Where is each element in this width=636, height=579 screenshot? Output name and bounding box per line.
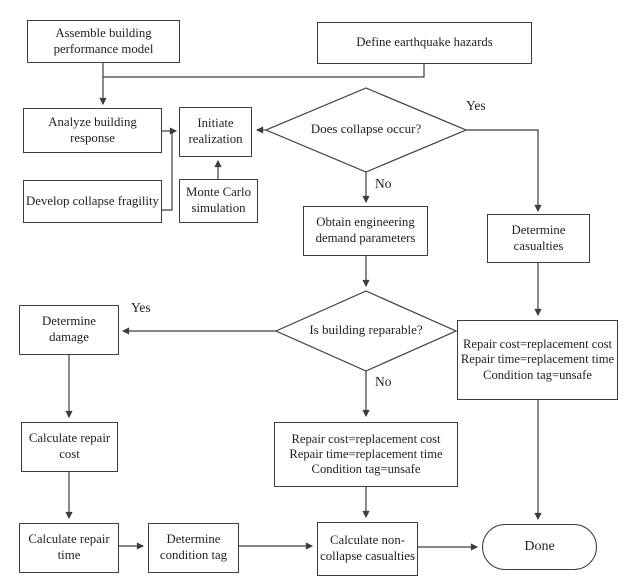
node-label-line: Repair cost=replacement cost — [462, 337, 613, 352]
node-analyze-building-response: Analyze building response — [23, 108, 162, 153]
node-label-line: Repair time=replacement time — [460, 352, 615, 367]
node-done-terminator: Done — [482, 524, 597, 570]
collapse-yes-label: Yes — [466, 98, 486, 113]
node-label: Monte Carlo simulation — [185, 185, 252, 215]
node-calculate-repair-time: Calculate repair time — [19, 523, 119, 573]
node-label: Obtain engineering demand parameters — [315, 215, 416, 245]
node-calculate-non-collapse-casualties: Calculate non-collapse casualties — [317, 522, 418, 576]
collapse-no-label: No — [375, 176, 392, 191]
reparable-no-label: No — [375, 374, 392, 389]
collapse-decision-label: Does collapse occur? — [310, 121, 422, 136]
node-label: Define earthquake hazards — [356, 35, 493, 50]
node-label-line: Condition tag=unsafe — [311, 462, 421, 477]
node-label: Calculate repair cost — [28, 431, 111, 461]
node-label: Done — [524, 539, 555, 555]
node-label: Calculate repair time — [28, 532, 110, 562]
edge-hazards-to-junction — [103, 64, 425, 78]
node-assemble-building-performance-model: Assemble building performance model — [27, 20, 180, 63]
node-label-line: Repair cost=replacement cost — [291, 431, 441, 446]
node-obtain-engineering-demand-parameters: Obtain engineering demand parameters — [303, 206, 428, 256]
node-label: Initiate realization — [188, 116, 243, 146]
node-monte-carlo-simulation: Monte Carlo simulation — [179, 179, 258, 223]
node-calculate-repair-cost: Calculate repair cost — [21, 422, 118, 472]
node-determine-damage: Determine damage — [19, 305, 119, 355]
reparable-yes-label: Yes — [131, 300, 151, 315]
node-define-earthquake-hazards: Define earthquake hazards — [317, 22, 532, 64]
edge-collapse-yes — [466, 129, 542, 213]
node-label: Assemble building performance model — [53, 25, 154, 56]
node-label: Analyze building response — [48, 114, 137, 145]
collapse-decision-diamond — [264, 87, 468, 173]
node-label: Determine damage — [41, 314, 96, 344]
node-label: Determine condition tag — [159, 532, 228, 562]
edge-develop-elbow — [162, 131, 173, 211]
node-develop-collapse-fragility: Develop collapse fragility — [23, 180, 162, 223]
node-irreparable-consequences: Repair cost=replacement cost Repair time… — [274, 422, 458, 487]
node-label-line: Condition tag=unsafe — [483, 367, 592, 382]
node-label: Determine casualties — [511, 222, 566, 253]
reparable-decision-diamond — [274, 290, 458, 372]
node-collapse-consequences: Repair cost=replacement cost Repair time… — [457, 320, 618, 400]
node-determine-condition-tag: Determine condition tag — [148, 523, 239, 573]
reparable-decision-label: Is building reparable? — [309, 322, 423, 337]
node-initiate-realization: Initiate realization — [179, 107, 252, 157]
node-label: Develop collapse fragility — [26, 193, 159, 208]
node-determine-casualties: Determine casualties — [487, 214, 590, 263]
node-label-line: Repair time=replacement time — [289, 446, 443, 461]
node-label: Calculate non-collapse casualties — [320, 533, 415, 563]
